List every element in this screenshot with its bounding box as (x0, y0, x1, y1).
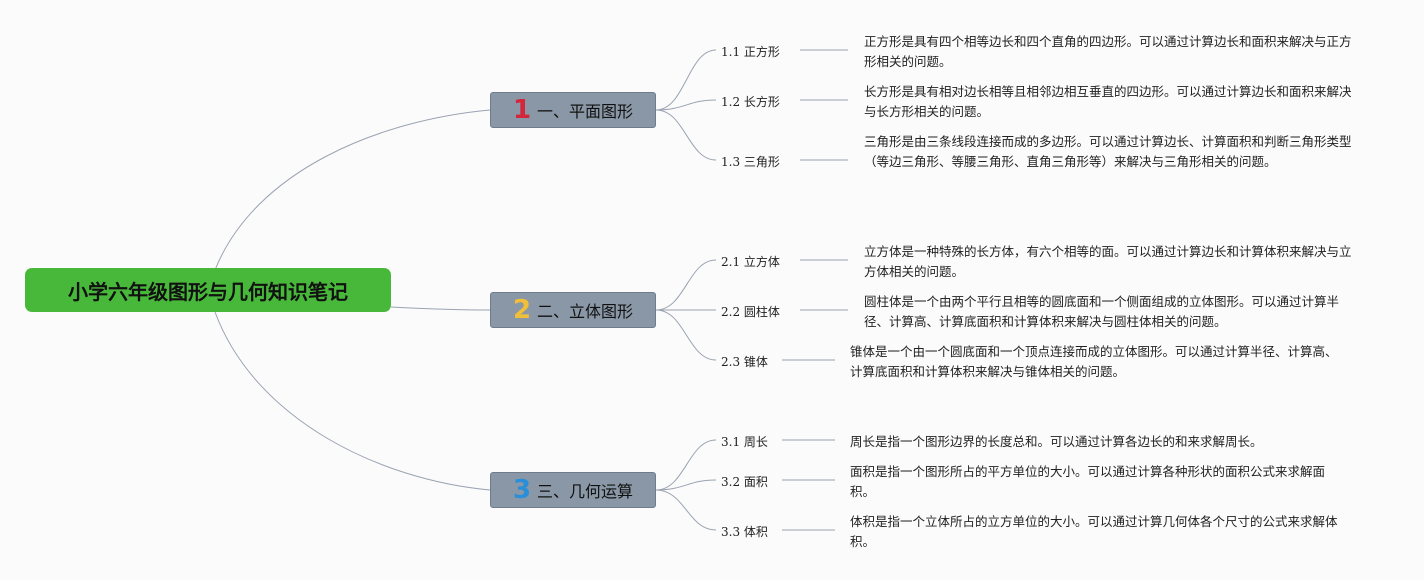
leaf-3-3[interactable]: 3.3 体积 (721, 523, 768, 540)
branch-2-to-leaf-3-line (655, 309, 717, 361)
branch-node-2[interactable]: 2 二、立体图形 (490, 292, 656, 328)
branch-title-1: 一、平面图形 (537, 102, 634, 121)
description-2-2: 圆柱体是一个由两个平行且相等的圆底面和一个侧面组成的立体图形。可以通过计算半径、… (864, 294, 1340, 329)
leaf-1-2[interactable]: 1.2 长方形 (721, 93, 780, 110)
number-badge-2: 2 (512, 295, 532, 325)
branch-node-3[interactable]: 3 三、几何运算 (490, 472, 656, 508)
branch-2-to-leaf-1-line (655, 259, 717, 311)
description-1-1: 正方形是具有四个相等边长和四个直角的四边形。可以通过计算边长和面积来解决与正方形… (864, 34, 1352, 69)
leaf-label: 正方形 (743, 45, 780, 59)
leaf-2-2[interactable]: 2.2 圆柱体 (721, 303, 780, 320)
leaf-1-1[interactable]: 1.1 正方形 (721, 43, 780, 60)
leaf-number: 3.3 (721, 525, 741, 539)
description-1-3: 三角形是由三条线段连接而成的多边形。可以通过计算边长、计算面积和判断三角形类型（… (864, 134, 1352, 169)
description-3-2: 面积是指一个图形所占的平方单位的大小。可以通过计算各种形状的面积公式来求解面积。 (850, 464, 1326, 499)
leaf-number: 2.3 (721, 355, 741, 369)
leaf-label: 圆柱体 (743, 305, 780, 319)
leaf-number: 2.2 (721, 305, 741, 319)
root-node[interactable]: 小学六年级图形与几何知识笔记 (25, 268, 391, 312)
branch-1-to-leaf-3-line (655, 109, 717, 161)
root-to-branch-2-line (390, 306, 491, 311)
description-3-3: 体积是指一个立体所占的立方单位的大小。可以通过计算几何体各个尺寸的公式来求解体积… (850, 514, 1338, 549)
branch-node-1[interactable]: 1 一、平面图形 (490, 92, 656, 128)
leaf-label: 面积 (743, 475, 768, 489)
leaf-label: 立方体 (743, 255, 780, 269)
leaf-number: 1.2 (721, 95, 741, 109)
leaf-2-1[interactable]: 2.1 立方体 (721, 253, 780, 270)
root-title: 小学六年级图形与几何知识笔记 (68, 279, 348, 304)
leaf-3-1[interactable]: 3.1 周长 (721, 433, 768, 450)
branch-title-2: 二、立体图形 (537, 302, 634, 321)
branch-title-3: 三、几何运算 (537, 482, 634, 501)
number-badge-1: 1 (512, 95, 532, 125)
leaf-label: 体积 (743, 525, 768, 539)
branch-3-to-leaf-3-line (655, 489, 717, 531)
leaf-3-2[interactable]: 3.2 面积 (721, 473, 768, 490)
root-to-branch-1-line (214, 109, 491, 271)
description-3-1: 周长是指一个图形边界的长度总和。可以通过计算各边长的和来求解周长。 (850, 434, 1263, 449)
branch-1-to-leaf-1-line (655, 49, 717, 111)
leaf-number: 2.1 (721, 255, 741, 269)
leaf-number: 3.1 (721, 435, 741, 449)
leaf-number: 1.3 (721, 155, 741, 169)
branch-1-to-leaf-2-line (655, 99, 717, 111)
description-1-2: 长方形是具有相对边长相等且相邻边相互垂直的四边形。可以通过计算边长和面积来解决与… (864, 84, 1352, 119)
description-2-1: 立方体是一种特殊的长方体，有六个相等的面。可以通过计算边长和计算体积来解决与立方… (864, 244, 1352, 279)
description-2-3: 锥体是一个由一个圆底面和一个顶点连接而成的立体图形。可以通过计算半径、计算高、计… (850, 344, 1338, 379)
leaf-label: 锥体 (743, 355, 768, 369)
leaf-label: 周长 (743, 435, 768, 449)
leaf-1-3[interactable]: 1.3 三角形 (721, 153, 780, 170)
leaf-number: 3.2 (721, 475, 741, 489)
number-badge-3: 3 (512, 475, 532, 505)
leaf-label: 三角形 (743, 155, 780, 169)
branch-3-to-leaf-2-line (655, 479, 717, 491)
leaf-2-3[interactable]: 2.3 锥体 (721, 353, 768, 370)
root-to-branch-3-line (214, 311, 491, 491)
leaf-label: 长方形 (743, 95, 780, 109)
leaf-number: 1.1 (721, 45, 741, 59)
branch-3-to-leaf-1-line (655, 439, 717, 491)
